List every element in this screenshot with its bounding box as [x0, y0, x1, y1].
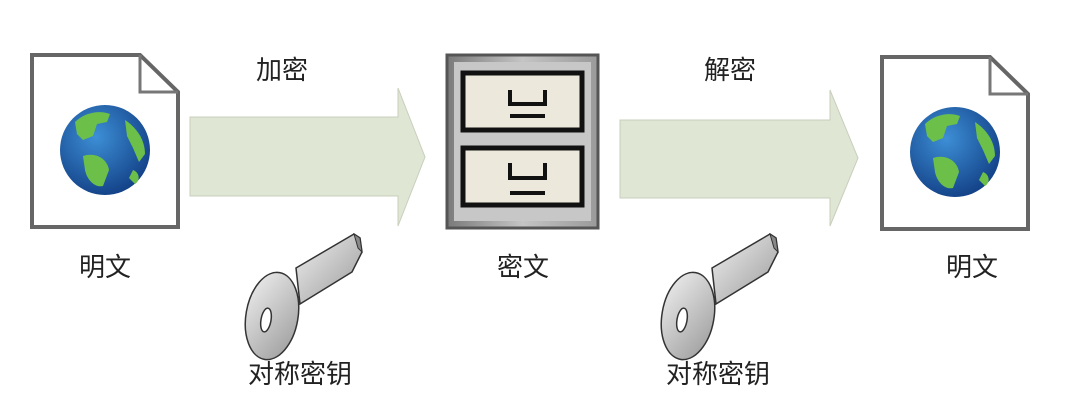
- globe-icon: [60, 105, 150, 195]
- key-left-icon: [238, 233, 363, 365]
- globe-icon: [910, 107, 1000, 197]
- plaintext-document-right-icon: [880, 55, 1030, 231]
- decrypt-label: 解密: [703, 56, 757, 86]
- encrypt-arrow: [189, 87, 426, 227]
- decrypt-arrow: [619, 89, 859, 227]
- encrypt-label: 加密: [255, 56, 309, 86]
- key-right-label: 对称密钥: [665, 360, 771, 390]
- plaintext-document-left-icon: [30, 53, 180, 229]
- ciphertext-cabinet-icon: [445, 53, 600, 230]
- plaintext-left-label: 明文: [78, 253, 132, 283]
- key-left-label: 对称密钥: [247, 360, 353, 390]
- plaintext-right-label: 明文: [945, 253, 999, 283]
- ciphertext-label: 密文: [496, 253, 550, 283]
- key-right-icon: [654, 233, 779, 365]
